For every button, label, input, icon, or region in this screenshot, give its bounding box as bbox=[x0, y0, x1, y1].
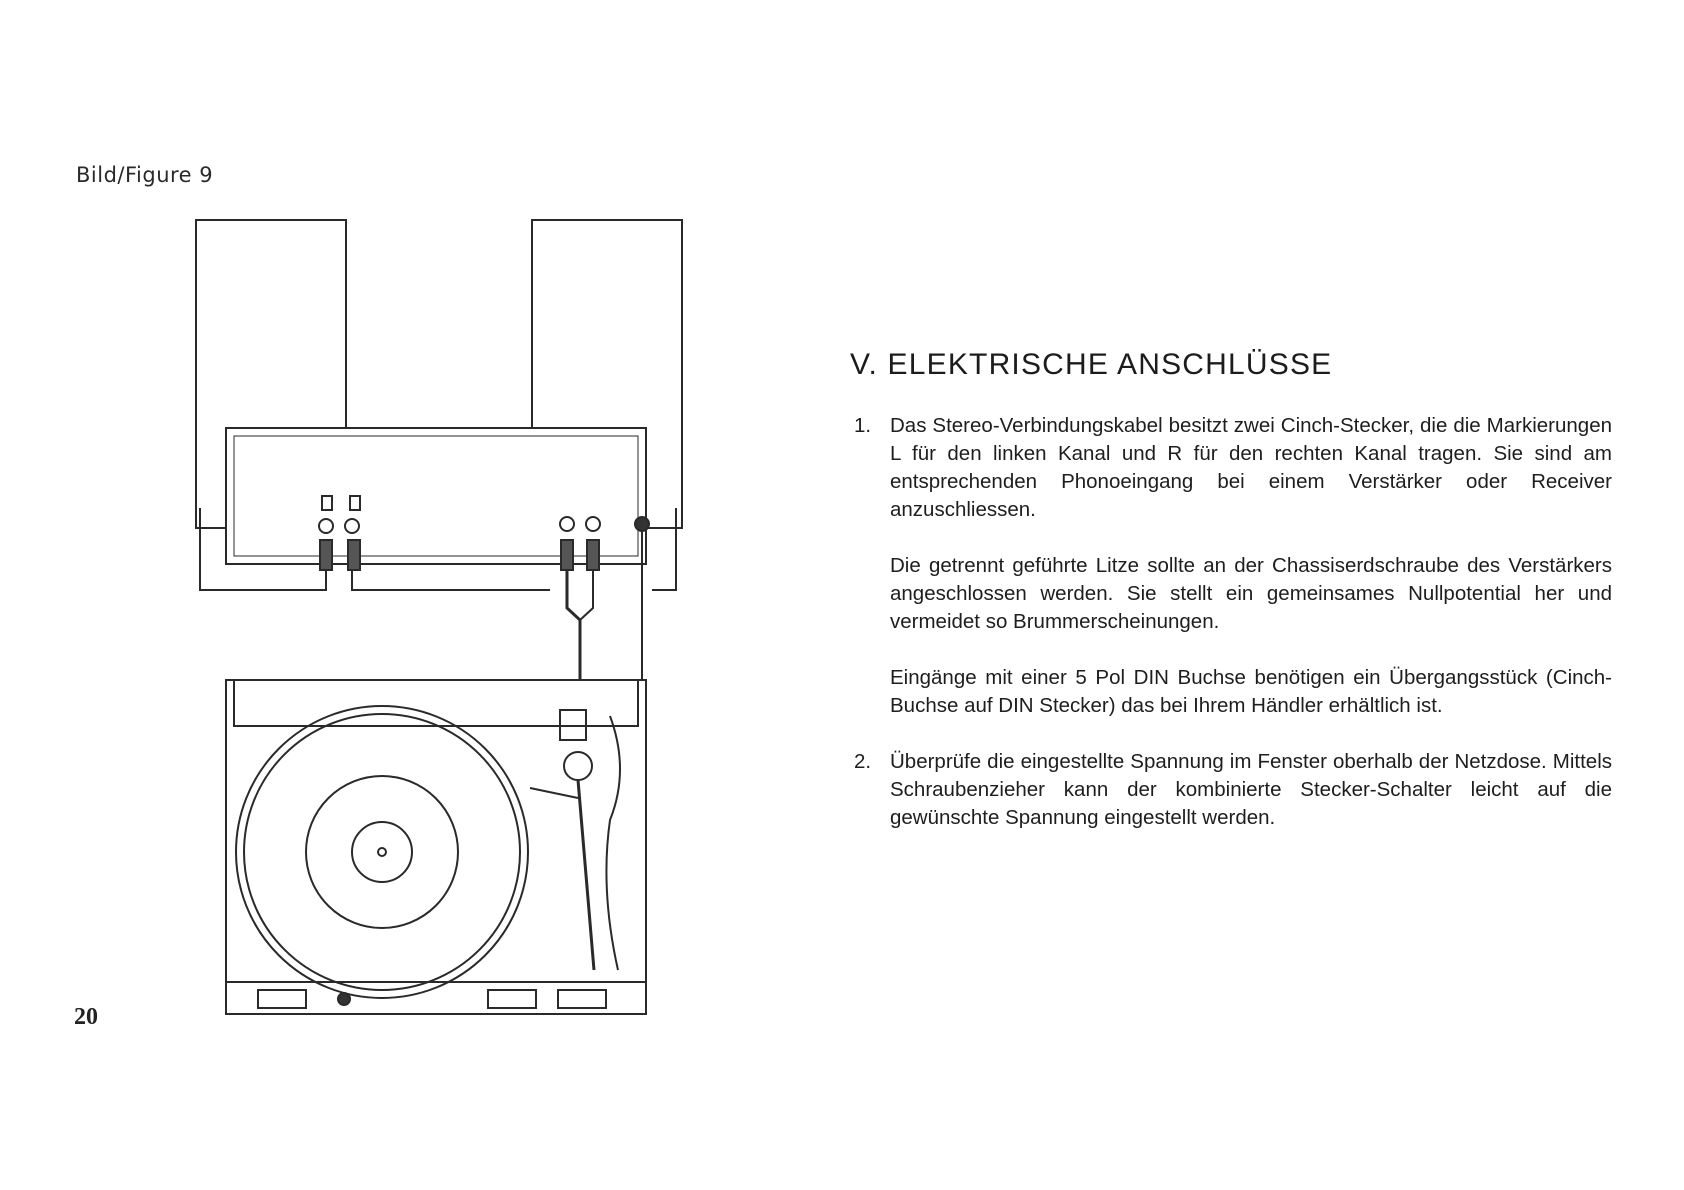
turntable bbox=[225, 679, 647, 1015]
amplifier bbox=[225, 427, 647, 565]
section-heading: V. ELEKTRISCHE ANSCHLÜSSE bbox=[850, 348, 1333, 381]
paragraph-ground-wire: Die getrennt geführte Litze sollte an de… bbox=[890, 554, 1612, 633]
platter bbox=[235, 705, 529, 999]
instruction-item-2: 2. Überprüfe die eingestellte Spannung i… bbox=[850, 748, 1612, 832]
item-text: Das Stereo-Verbindungskabel besitzt zwei… bbox=[890, 414, 1612, 521]
instruction-item-1: 1. Das Stereo-Verbindungskabel besitzt z… bbox=[850, 412, 1612, 524]
item-number: 1. bbox=[854, 414, 872, 437]
figure-label: Bild/Figure 9 bbox=[76, 163, 214, 187]
connection-diagram bbox=[195, 219, 683, 1015]
item-text: Überprüfe die eingestellte Spannung im F… bbox=[890, 750, 1612, 829]
page-number: 20 bbox=[74, 1004, 98, 1030]
paragraph-din-adapter: Eingänge mit einer 5 Pol DIN Buchse benö… bbox=[890, 666, 1612, 717]
instructions-section: V. ELEKTRISCHE ANSCHLÜSSE 1. Das Stereo-… bbox=[850, 348, 1612, 860]
item-number: 2. bbox=[854, 750, 872, 773]
